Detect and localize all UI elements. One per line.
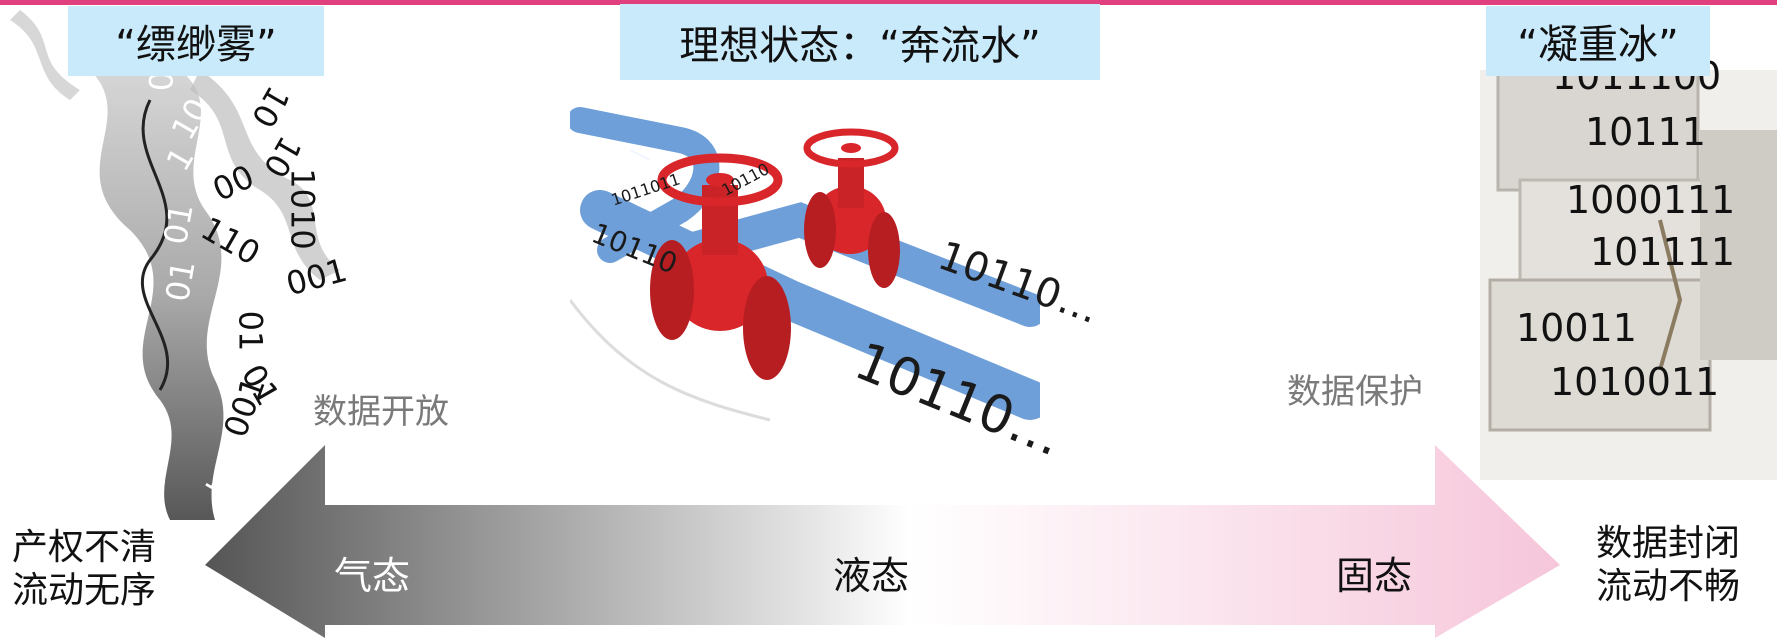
note-right-line: 流动不畅: [1596, 566, 1741, 607]
smoke-binary-text: 01: [158, 257, 203, 305]
note-left-line: 产权不清: [12, 527, 157, 568]
smoke-binary-text: 00: [206, 157, 260, 209]
note-right: 数据封闭 流动不畅: [1596, 522, 1740, 608]
smoke-binary-overlay: 0 10 10 10 00 1 1010 01 110 001 01 01 01…: [0, 0, 360, 520]
pipe-binary-text: 10110: [718, 159, 773, 200]
note-left: 产权不清 流动无序: [12, 526, 156, 612]
smoke-binary-text: 1010: [283, 168, 322, 250]
pipe-binary-text: 10110: [587, 216, 683, 281]
ice-binary-text: 101111: [1590, 230, 1736, 274]
smoke-binary-text: 01: [156, 200, 201, 248]
label-data-open: 数据开放: [313, 392, 449, 432]
pipe-valve-image: [570, 107, 1040, 422]
ice-binary-text: 1010011: [1550, 360, 1720, 404]
smoke-binary-text: 1: [158, 140, 202, 178]
smoke-binary-text: 01: [231, 310, 270, 352]
ice-binary-overlay: 1011100 10111 1000111 101111 10011 10100…: [1480, 54, 1777, 480]
state-gas: 气态: [334, 554, 411, 598]
smoke-binary-text: 001: [282, 250, 351, 304]
bidirectional-arrow: [205, 445, 1560, 638]
note-right-line: 数据封闭: [1596, 523, 1741, 564]
label-data-protect: 数据保护: [1287, 372, 1423, 412]
smoke-binary-text: 10: [243, 79, 297, 135]
pipe-binary-text: 10110…: [932, 232, 1106, 334]
note-left-line: 流动无序: [12, 570, 157, 611]
state-liquid: 液态: [833, 554, 910, 598]
smoke-image: [10, 10, 340, 520]
title-smoke: “缥缈雾”: [68, 6, 324, 76]
state-solid: 固态: [1336, 554, 1413, 598]
ice-binary-text: 1000111: [1566, 178, 1736, 222]
top-accent-rule: [0, 0, 1777, 5]
title-ice: “凝重冰”: [1486, 6, 1710, 76]
smoke-binary-text: 001: [216, 371, 273, 443]
ice-binary-text: 10111: [1585, 110, 1706, 154]
ice-cube-image: [1480, 70, 1777, 480]
title-ideal-water: 理想状态：“奔流水”: [620, 4, 1100, 80]
smoke-binary-text: 110: [194, 209, 267, 273]
ice-binary-text: 10011: [1516, 306, 1637, 350]
pipe-binary-text: 1011011: [608, 169, 683, 210]
pipe-binary-overlay: 1011011 10110 10110 10110… 10110…: [570, 100, 1105, 470]
smoke-binary-text: 10: [163, 91, 217, 147]
